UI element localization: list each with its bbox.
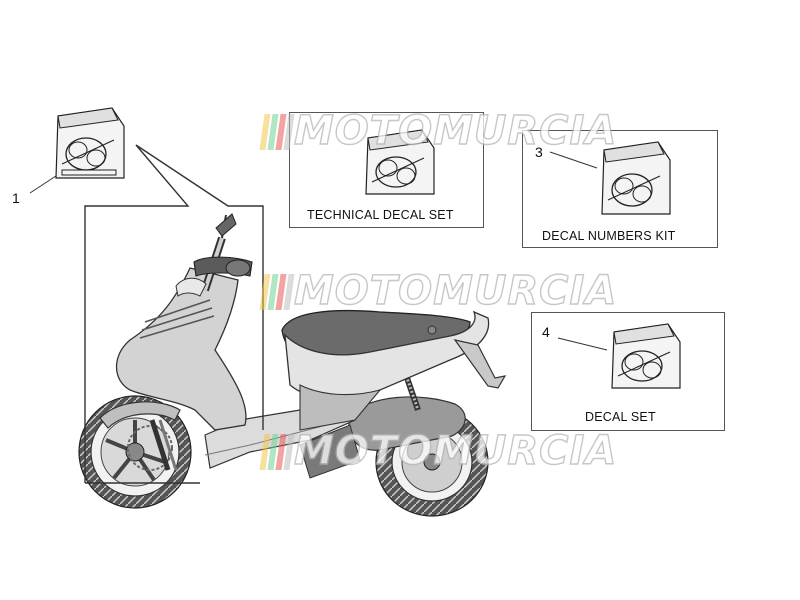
decal-numbers-kit-box <box>522 130 718 248</box>
watermark-text: MOTOMURCIA <box>293 427 618 474</box>
technical-decal-set-box <box>289 112 484 228</box>
watermark-text: MOTOMURCIA <box>293 107 618 154</box>
decal-kit-icon-1 <box>55 107 125 179</box>
decal-kit-icon-technical <box>365 129 435 195</box>
front-body <box>116 267 247 431</box>
callout-3: 3 <box>535 144 543 160</box>
decal-set-box <box>531 312 725 431</box>
decal-set-label: DECAL SET <box>585 410 656 424</box>
front-wheel <box>78 395 192 509</box>
watermark-text: MOTOMURCIA <box>293 267 618 314</box>
decal-kit-icon-4 <box>611 323 681 389</box>
watermark-bottom: MOTOMURCIA <box>259 427 617 475</box>
engine-cover <box>348 396 466 451</box>
technical-decal-set-label: TECHNICAL DECAL SET <box>307 208 454 222</box>
callout-1: 1 <box>12 190 20 206</box>
watermark-middle: MOTOMURCIA <box>259 267 617 315</box>
decal-numbers-kit-label: DECAL NUMBERS KIT <box>542 229 676 243</box>
callout-4: 4 <box>542 324 550 340</box>
decal-kit-icon-3 <box>601 141 671 215</box>
watermark-top: MOTOMURCIA <box>259 107 617 155</box>
